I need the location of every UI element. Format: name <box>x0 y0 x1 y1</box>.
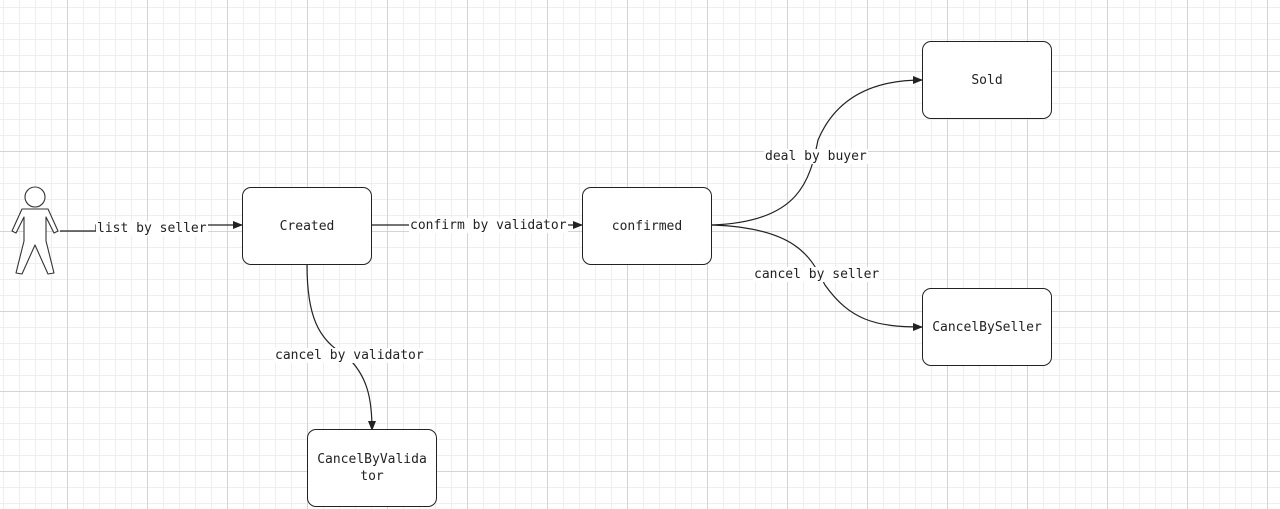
node-created[interactable]: Created <box>242 187 372 265</box>
node-cancel-by-validator[interactable]: CancelByValidator <box>307 429 437 507</box>
edge-label-deal-by-buyer[interactable]: deal by buyer <box>764 149 868 164</box>
node-cancel-by-seller-label: CancelBySeller <box>932 319 1042 335</box>
node-sold[interactable]: Sold <box>922 41 1052 119</box>
person-actor-icon[interactable] <box>8 185 62 277</box>
node-confirmed-label: confirmed <box>611 218 683 234</box>
edge-deal-by-buyer[interactable] <box>711 76 923 226</box>
edge-label-confirm-by-validator[interactable]: confirm by validator <box>409 218 568 233</box>
node-confirmed[interactable]: confirmed <box>582 187 712 265</box>
edge-label-cancel-by-seller[interactable]: cancel by seller <box>753 267 881 282</box>
node-cancel-by-validator-label: CancelByValidator <box>317 452 427 484</box>
node-cancel-by-seller[interactable]: CancelBySeller <box>922 288 1052 366</box>
node-sold-label: Sold <box>971 72 1003 88</box>
edge-label-list-by-seller[interactable]: list by seller <box>96 221 208 236</box>
node-created-label: Created <box>279 218 335 234</box>
edge-cancel-by-seller[interactable] <box>711 224 923 331</box>
edge-label-cancel-by-validator[interactable]: cancel by validator <box>274 348 425 363</box>
